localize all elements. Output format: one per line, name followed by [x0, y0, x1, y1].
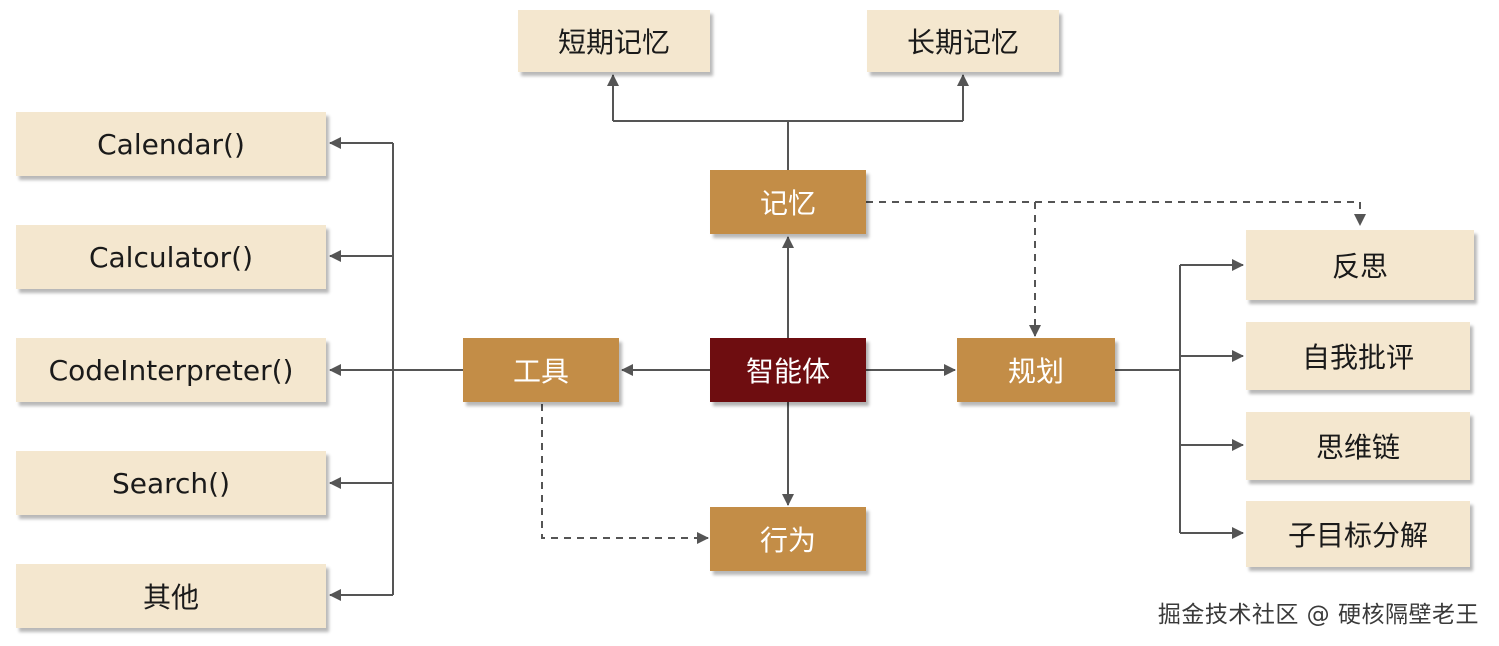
planning-item-label: 思维链	[1315, 431, 1400, 464]
planning-item-subgoal-decomposition: 子目标分解	[1246, 501, 1470, 567]
planning-item-label: 反思	[1331, 250, 1388, 283]
agent-node: 智能体	[710, 338, 866, 402]
watermark: 掘金技术社区 @ 硬核隔壁老王	[1157, 602, 1479, 628]
tool-item-label: Calendar()	[97, 127, 245, 161]
tool-item-label: Calculator()	[88, 240, 254, 274]
tool-item-label: 其他	[142, 581, 199, 614]
planning-item-self-critique: 自我批评	[1246, 322, 1470, 390]
memory-node: 记忆	[710, 170, 866, 234]
tool-item-search: Search()	[16, 451, 326, 515]
action-node: 行为	[710, 507, 866, 571]
tools-label: 工具	[512, 355, 569, 388]
planning-label: 规划	[1007, 355, 1064, 388]
planning-item-chain-of-thought: 思维链	[1246, 412, 1470, 480]
planning-item-reflection: 反思	[1246, 230, 1474, 300]
memory-label: 记忆	[759, 187, 816, 220]
edge-planning-branches	[1115, 259, 1244, 539]
planning-item-label: 子目标分解	[1287, 519, 1428, 552]
long-term-memory-node: 长期记忆	[867, 10, 1059, 72]
short-term-memory-label: 短期记忆	[557, 26, 670, 59]
edge-dashed-relations	[541, 201, 1366, 544]
tool-item-calendar: Calendar()	[16, 112, 326, 176]
tools-node: 工具	[463, 338, 619, 402]
tool-item-label: Search()	[111, 466, 231, 500]
tool-item-code-interpreter: CodeInterpreter()	[16, 338, 326, 402]
planning-node: 规划	[957, 338, 1115, 402]
tool-item-calculator: Calculator()	[16, 225, 326, 289]
edge-tools-branches	[329, 137, 463, 601]
agent-label: 智能体	[745, 355, 830, 388]
long-term-memory-label: 长期记忆	[906, 26, 1019, 59]
edge-memory-branches	[607, 74, 969, 170]
short-term-memory-node: 短期记忆	[518, 10, 710, 72]
tool-item-label: CodeInterpreter()	[48, 353, 294, 387]
action-label: 行为	[759, 524, 816, 557]
planning-item-label: 自我批评	[1301, 341, 1414, 374]
tool-item-other: 其他	[16, 564, 326, 628]
